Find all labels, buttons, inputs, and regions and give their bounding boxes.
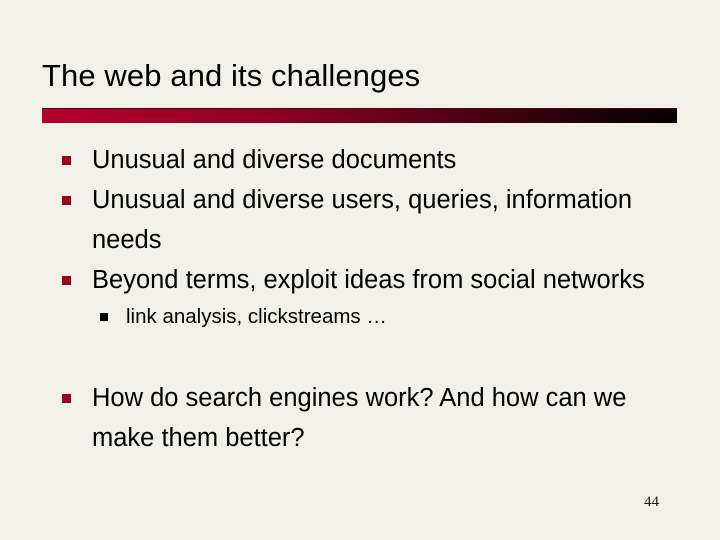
sub-bullet-list: link analysis, clickstreams … <box>0 300 720 334</box>
sub-list-item: link analysis, clickstreams … <box>94 300 626 334</box>
list-item: How do search engines work? And how can … <box>42 378 652 458</box>
list-item: Unusual and diverse documents <box>42 140 652 180</box>
list-item-label: Beyond terms, exploit ideas from social … <box>92 266 645 294</box>
spacer <box>0 334 720 378</box>
square-bullet-icon <box>62 196 71 205</box>
list-item-label: Unusual and diverse documents <box>92 146 457 174</box>
list-item: Unusual and diverse users, queries, info… <box>42 180 652 260</box>
list-item: Beyond terms, exploit ideas from social … <box>42 260 652 300</box>
list-item-label: Unusual and diverse users, queries, info… <box>92 186 633 254</box>
page-number: 44 <box>644 494 659 510</box>
square-bullet-icon <box>62 276 71 285</box>
page-title: The web and its challenges <box>42 58 421 93</box>
title-divider-rule <box>42 108 677 123</box>
list-item-label: How do search engines work? And how can … <box>92 384 627 452</box>
bullet-list: Unusual and diverse documents Unusual an… <box>0 140 720 458</box>
sub-list-item-label: link analysis, clickstreams … <box>126 305 387 328</box>
square-bullet-icon <box>100 313 108 321</box>
slide-body: Unusual and diverse documents Unusual an… <box>0 140 720 458</box>
square-bullet-icon <box>62 156 71 165</box>
square-bullet-icon <box>62 394 71 403</box>
title-block: The web and its challenges <box>42 57 682 95</box>
